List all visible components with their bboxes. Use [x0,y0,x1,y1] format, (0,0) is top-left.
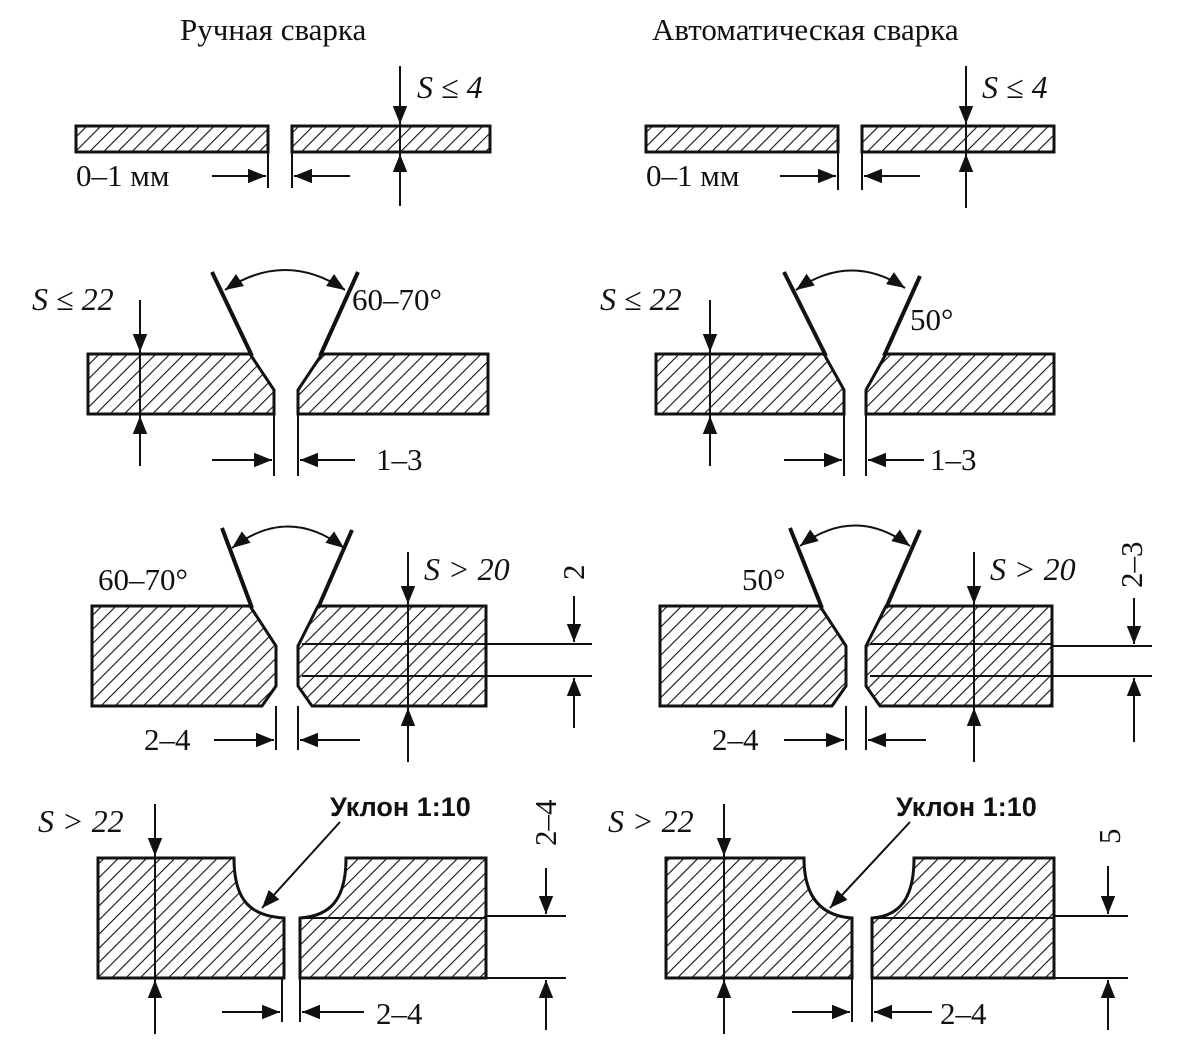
manual-row4-u-groove: S > 22 Уклон 1:10 2–4 2–4 [38,792,566,1034]
auto-row2-gap: 1–3 [930,442,977,477]
auto-row4-gap: 2–4 [940,996,987,1031]
auto-row2-v-groove: S ≤ 22 50° 1–3 [600,269,1056,477]
auto-row3-v-groove-thick: S > 20 50° 2–4 2–3 [658,524,1152,762]
auto-row3-root: 2–3 [1114,542,1149,589]
manual-row3-v-groove-thick: S > 20 60–70° 2–4 2 [90,525,592,762]
auto-row3-gap: 2–4 [712,722,759,757]
manual-row4-gap: 2–4 [376,996,423,1031]
auto-row4-slope: Уклон 1:10 [896,792,1037,822]
auto-row2-thickness: S ≤ 22 [600,281,682,317]
manual-row1-thickness: S ≤ 4 [417,69,483,105]
manual-row3-angle: 60–70° [98,562,188,597]
manual-row1-square-butt: S ≤ 4 0–1 мм [74,66,492,206]
manual-row3-gap: 2–4 [144,722,191,757]
title-manual: Ручная сварка [180,12,367,47]
title-automatic: Автоматическая сварка [652,12,959,47]
manual-row4-root: 2–4 [528,799,563,846]
auto-row4-root: 5 [1092,829,1127,845]
manual-row2-v-groove: S ≤ 22 60–70° 1–3 [32,269,490,477]
auto-row4-u-groove: S > 22 Уклон 1:10 2–4 5 [608,792,1128,1034]
manual-row2-gap: 1–3 [376,442,423,477]
manual-row1-gap: 0–1 мм [76,158,169,193]
auto-row1-thickness: S ≤ 4 [982,69,1048,105]
auto-row3-thickness: S > 20 [990,551,1076,587]
manual-row2-thickness: S ≤ 22 [32,281,114,317]
manual-row4-slope: Уклон 1:10 [330,792,471,822]
manual-row3-root: 2 [556,565,591,581]
auto-row1-gap: 0–1 мм [646,158,739,193]
manual-row3-thickness: S > 20 [424,551,510,587]
auto-row3-angle: 50° [742,562,785,597]
auto-row4-thickness: S > 22 [608,803,694,839]
manual-row2-angle: 60–70° [352,282,442,317]
manual-row4-thickness: S > 22 [38,803,124,839]
auto-row1-square-butt: S ≤ 4 0–1 мм [644,66,1056,208]
auto-row2-angle: 50° [910,302,953,337]
